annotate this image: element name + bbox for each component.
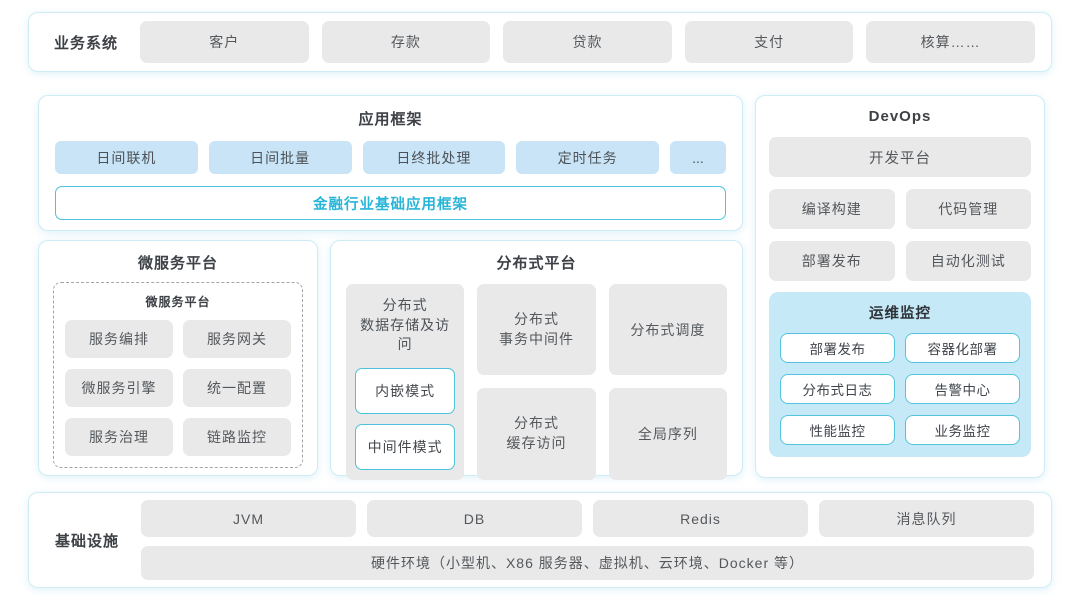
infra-redis-box: Redis [593, 500, 808, 537]
monitor-deploy-release: 部署发布 [780, 333, 895, 363]
monitor-business: 业务监控 [905, 415, 1020, 445]
module-daytime-batch: 日间批量 [208, 141, 352, 174]
microservice-dashed-group: 微服务平台 服务编排 服务网关 微服务引擎 统一配置 服务治理 链路监控 [53, 282, 303, 468]
infrastructure-card: 基础设施 JVM DB Redis 消息队列 硬件环境（小型机、X86 服务器、… [28, 492, 1052, 588]
dev-platform-box: 开发平台 [769, 137, 1031, 177]
microservice-grid: 服务编排 服务网关 微服务引擎 统一配置 服务治理 链路监控 [65, 320, 291, 456]
monitor-distributed-log: 分布式日志 [780, 374, 895, 404]
automated-testing-box: 自动化测试 [905, 241, 1031, 281]
microservice-inner-title: 微服务平台 [145, 295, 211, 309]
finance-base-framework: 金融行业基础应用框架 [55, 186, 726, 220]
microservice-card: 微服务平台 微服务平台 服务编排 服务网关 微服务引擎 统一配置 服务治理 链路… [38, 240, 318, 476]
ms-governance: 服务治理 [65, 418, 173, 456]
distributed-grid: 分布式 数据存储及访问 内嵌模式 中间件模式 分布式 事务中间件 分布式 缓存访… [346, 284, 727, 480]
module-daytime-online: 日间联机 [55, 141, 198, 174]
distributed-cache-box: 分布式 缓存访问 [477, 388, 596, 480]
app-framework-card: 应用框架 日间联机 日间批量 日终批处理 定时任务 ... 金融行业基础应用框架 [38, 95, 743, 231]
module-eod-batch: 日终批处理 [362, 141, 506, 174]
infrastructure-row: JVM DB Redis 消息队列 [141, 500, 1034, 537]
monitor-containerized-deploy: 容器化部署 [905, 333, 1020, 363]
distributed-storage-group: 分布式 数据存储及访问 内嵌模式 中间件模式 [346, 284, 465, 480]
infra-db-box: DB [367, 500, 582, 537]
ops-monitoring-grid: 部署发布 容器化部署 分布式日志 告警中心 性能监控 业务监控 [780, 333, 1020, 445]
microservice-title: 微服务平台 [137, 255, 218, 272]
business-systems-label: 业务系统 [53, 34, 118, 52]
distributed-middle-column: 分布式 事务中间件 分布式 缓存访问 [477, 284, 596, 480]
compile-build-box: 编译构建 [769, 189, 895, 229]
ms-unified-config: 统一配置 [183, 369, 291, 407]
ms-trace-monitoring: 链路监控 [183, 418, 291, 456]
module-ellipsis: ... [670, 141, 726, 174]
devops-card: DevOps 开发平台 编译构建 代码管理 部署发布 自动化测试 运维监控 部署… [755, 95, 1045, 478]
code-management-box: 代码管理 [905, 189, 1031, 229]
business-item-payment: 支付 [684, 21, 854, 63]
business-item-loan: 贷款 [503, 21, 672, 63]
business-systems-card: 业务系统 客户 存款 贷款 支付 核算…… [28, 12, 1052, 72]
infrastructure-label: 基础设施 [54, 532, 119, 550]
app-framework-title: 应用框架 [358, 111, 423, 128]
devops-title: DevOps [868, 108, 932, 125]
business-item-deposit: 存款 [321, 21, 491, 63]
business-item-customer: 客户 [140, 21, 309, 63]
distributed-storage-title: 分布式 数据存储及访问 [360, 297, 451, 353]
middleware-mode-box: 中间件模式 [355, 423, 456, 470]
embedded-mode-box: 内嵌模式 [355, 367, 456, 414]
module-scheduled-task: 定时任务 [516, 141, 659, 174]
distributed-scheduling-box: 分布式调度 [608, 284, 727, 376]
monitor-alert-center: 告警中心 [905, 374, 1020, 404]
distributed-transaction-box: 分布式 事务中间件 [477, 284, 596, 376]
ops-monitoring-title: 运维监控 [869, 306, 931, 322]
ops-monitoring-panel: 运维监控 部署发布 容器化部署 分布式日志 告警中心 性能监控 业务监控 [769, 292, 1031, 457]
ms-service-orchestration: 服务编排 [65, 320, 173, 358]
devops-tools-grid: 编译构建 代码管理 部署发布 自动化测试 [769, 189, 1031, 281]
hardware-environment-box: 硬件环境（小型机、X86 服务器、虚拟机、云环境、Docker 等） [141, 546, 1034, 580]
infra-jvm-box: JVM [141, 500, 356, 537]
ms-service-gateway: 服务网关 [183, 320, 291, 358]
app-framework-modules: 日间联机 日间批量 日终批处理 定时任务 ... [55, 141, 726, 174]
distributed-right-column: 分布式调度 全局序列 [608, 284, 727, 480]
ms-engine: 微服务引擎 [65, 369, 173, 407]
deploy-release-box: 部署发布 [769, 241, 895, 281]
monitor-performance: 性能监控 [780, 415, 895, 445]
business-item-accounting: 核算…… [866, 21, 1035, 63]
global-sequence-box: 全局序列 [608, 388, 727, 480]
infrastructure-column: JVM DB Redis 消息队列 硬件环境（小型机、X86 服务器、虚拟机、云… [141, 500, 1034, 580]
distributed-title: 分布式平台 [496, 255, 577, 272]
distributed-card: 分布式平台 分布式 数据存储及访问 内嵌模式 中间件模式 分布式 事务中间件 分… [330, 240, 743, 480]
infra-mq-box: 消息队列 [819, 500, 1034, 537]
